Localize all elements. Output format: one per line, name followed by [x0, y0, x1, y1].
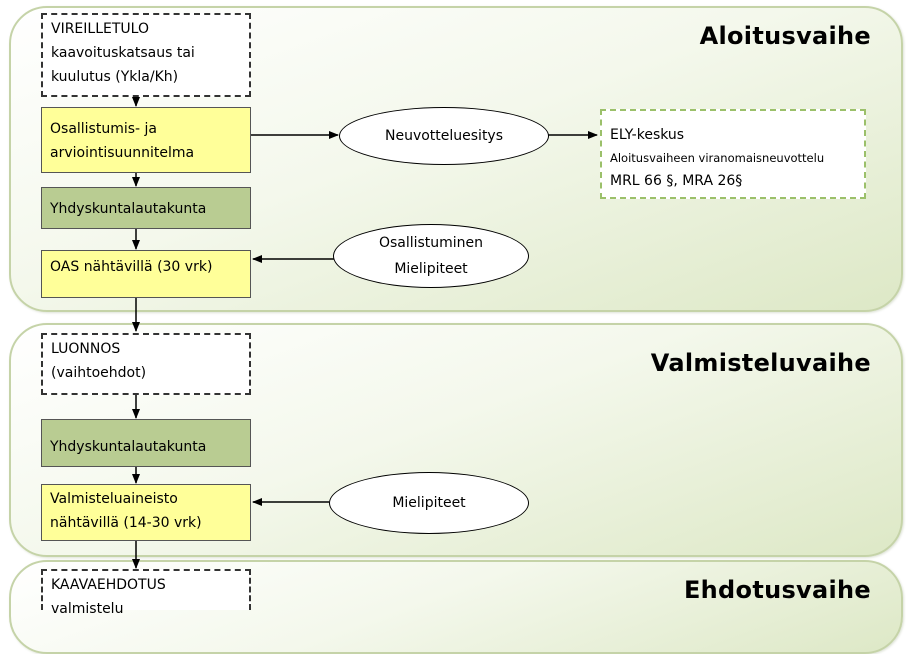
ely-reference: MRL 66 §, MRA 26§: [610, 173, 743, 189]
luonnos-line-2: (vaihtoehdot): [51, 365, 147, 381]
vireilletulo-line-3: kuulutus (Ykla/Kh): [51, 69, 179, 85]
ellipse-osallistuminen: Osallistuminen Mielipiteet: [333, 224, 529, 288]
valmisteluaineisto-line-1: Valmisteluaineisto: [50, 491, 178, 507]
valmisteluaineisto-line-2: nähtävillä (14-30 vrk): [50, 515, 202, 531]
neuvotteluesitys-label: Neuvotteluesitys: [384, 128, 504, 144]
box-kaavaehdotus: KAAVAEHDOTUS valmistelu: [41, 569, 251, 617]
luonnos-line-1: LUONNOS: [51, 341, 121, 357]
box-yhdyskuntalautakunta-2: Yhdyskuntalautakunta: [41, 419, 251, 467]
mielipiteet-label-1: Mielipiteet: [394, 261, 468, 277]
ely-title: ELY-keskus: [610, 127, 685, 143]
phase-title-valmistelu: Valmisteluvaihe: [650, 349, 871, 377]
ely-subtitle: Aloitusvaiheen viranomaisneuvottelu: [610, 151, 825, 165]
box-oas: Osallistumis- ja arviointisuunnitelma: [41, 107, 251, 173]
yhdyskunta1-label: Yhdyskuntalautakunta: [50, 201, 207, 217]
oas-line-1: Osallistumis- ja: [50, 121, 158, 137]
box-vireilletulo: VIREILLETULO kaavoituskatsaus tai kuulut…: [41, 13, 251, 97]
box-yhdyskuntalautakunta-1: Yhdyskuntalautakunta: [41, 187, 251, 229]
kaavaehdotus-line-2: valmistelu: [51, 601, 124, 617]
osallistuminen-label: Osallistuminen: [378, 235, 484, 251]
box-ely-keskus: ELY-keskus Aloitusvaiheen viranomaisneuv…: [600, 109, 866, 199]
kaavaehdotus-line-1: KAAVAEHDOTUS: [51, 577, 166, 593]
box-luonnos: LUONNOS (vaihtoehdot): [41, 333, 251, 395]
box-oas-nahtavilla: OAS nähtävillä (30 vrk): [41, 250, 251, 298]
ellipse-neuvotteluesitys: Neuvotteluesitys: [339, 107, 549, 165]
oas-nahtavilla-label: OAS nähtävillä (30 vrk): [50, 259, 213, 275]
box-valmisteluaineisto: Valmisteluaineisto nähtävillä (14-30 vrk…: [41, 484, 251, 541]
phase-title-ehdotus: Ehdotusvaihe: [683, 576, 871, 604]
phase-title-aloitus: Aloitusvaihe: [699, 22, 871, 50]
vireilletulo-line-1: VIREILLETULO: [51, 21, 149, 37]
yhdyskunta2-label: Yhdyskuntalautakunta: [50, 439, 207, 455]
oas-line-2: arviointisuunnitelma: [50, 145, 195, 161]
vireilletulo-line-2: kaavoituskatsaus tai: [51, 45, 195, 61]
mielipiteet-label-2: Mielipiteet: [392, 495, 466, 511]
ellipse-mielipiteet: Mielipiteet: [329, 472, 529, 534]
